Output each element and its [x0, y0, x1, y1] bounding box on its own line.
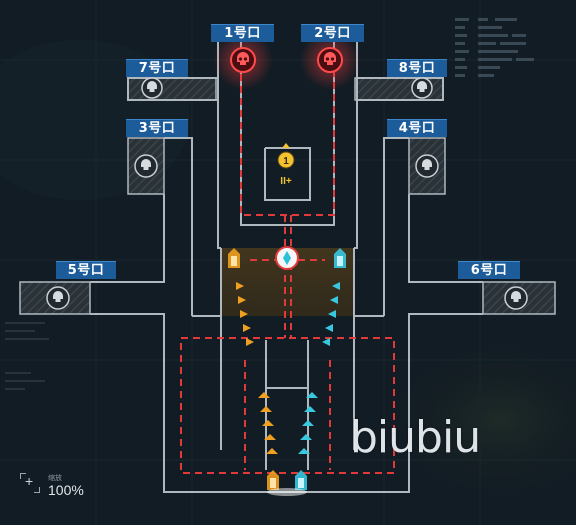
gate-label-7[interactable]: 7号口 [126, 59, 188, 77]
skull-icon [134, 154, 158, 178]
gate-label-2[interactable]: 2号口 [301, 24, 364, 42]
operator-icon[interactable] [295, 470, 307, 490]
objective-number: 1 [283, 156, 289, 167]
gate-label-3[interactable]: 3号口 [126, 119, 188, 137]
objective-tag: II+ [280, 176, 292, 187]
zoom-value: 100% [48, 482, 84, 498]
skull-icon [46, 286, 70, 310]
operator-icon[interactable] [334, 248, 346, 268]
hud-readout [455, 18, 534, 77]
zoom-icon[interactable]: + [20, 473, 40, 493]
skull-icon [141, 77, 163, 99]
gate-label-6[interactable]: 6号口 [458, 261, 520, 279]
hud-readout-left [5, 322, 49, 390]
skull-icon [317, 47, 343, 73]
gate-label-5[interactable]: 5号口 [56, 261, 116, 279]
path-arrows-orange [236, 282, 278, 454]
watermark-text: biubiu [350, 412, 481, 463]
map-walls [90, 42, 483, 493]
zoom-caption: 缩放 [48, 474, 62, 482]
skull-icon [504, 286, 528, 310]
operator-icon[interactable] [267, 470, 279, 490]
objective-pin-icon[interactable]: 1 II+ [277, 143, 295, 187]
gate-label-4[interactable]: 4号口 [387, 119, 447, 137]
gate-7-block [127, 77, 217, 101]
crystal-icon[interactable] [275, 246, 299, 270]
path-arrows-cyan [298, 282, 340, 454]
danger-zones [180, 50, 395, 474]
skull-icon [415, 154, 439, 178]
gate-label-1[interactable]: 1号口 [211, 24, 274, 42]
skull-icon [411, 77, 433, 99]
skull-icon [230, 47, 256, 73]
deploy-glow [267, 488, 307, 496]
operator-icon[interactable] [228, 248, 240, 268]
gate-label-8[interactable]: 8号口 [387, 59, 447, 77]
